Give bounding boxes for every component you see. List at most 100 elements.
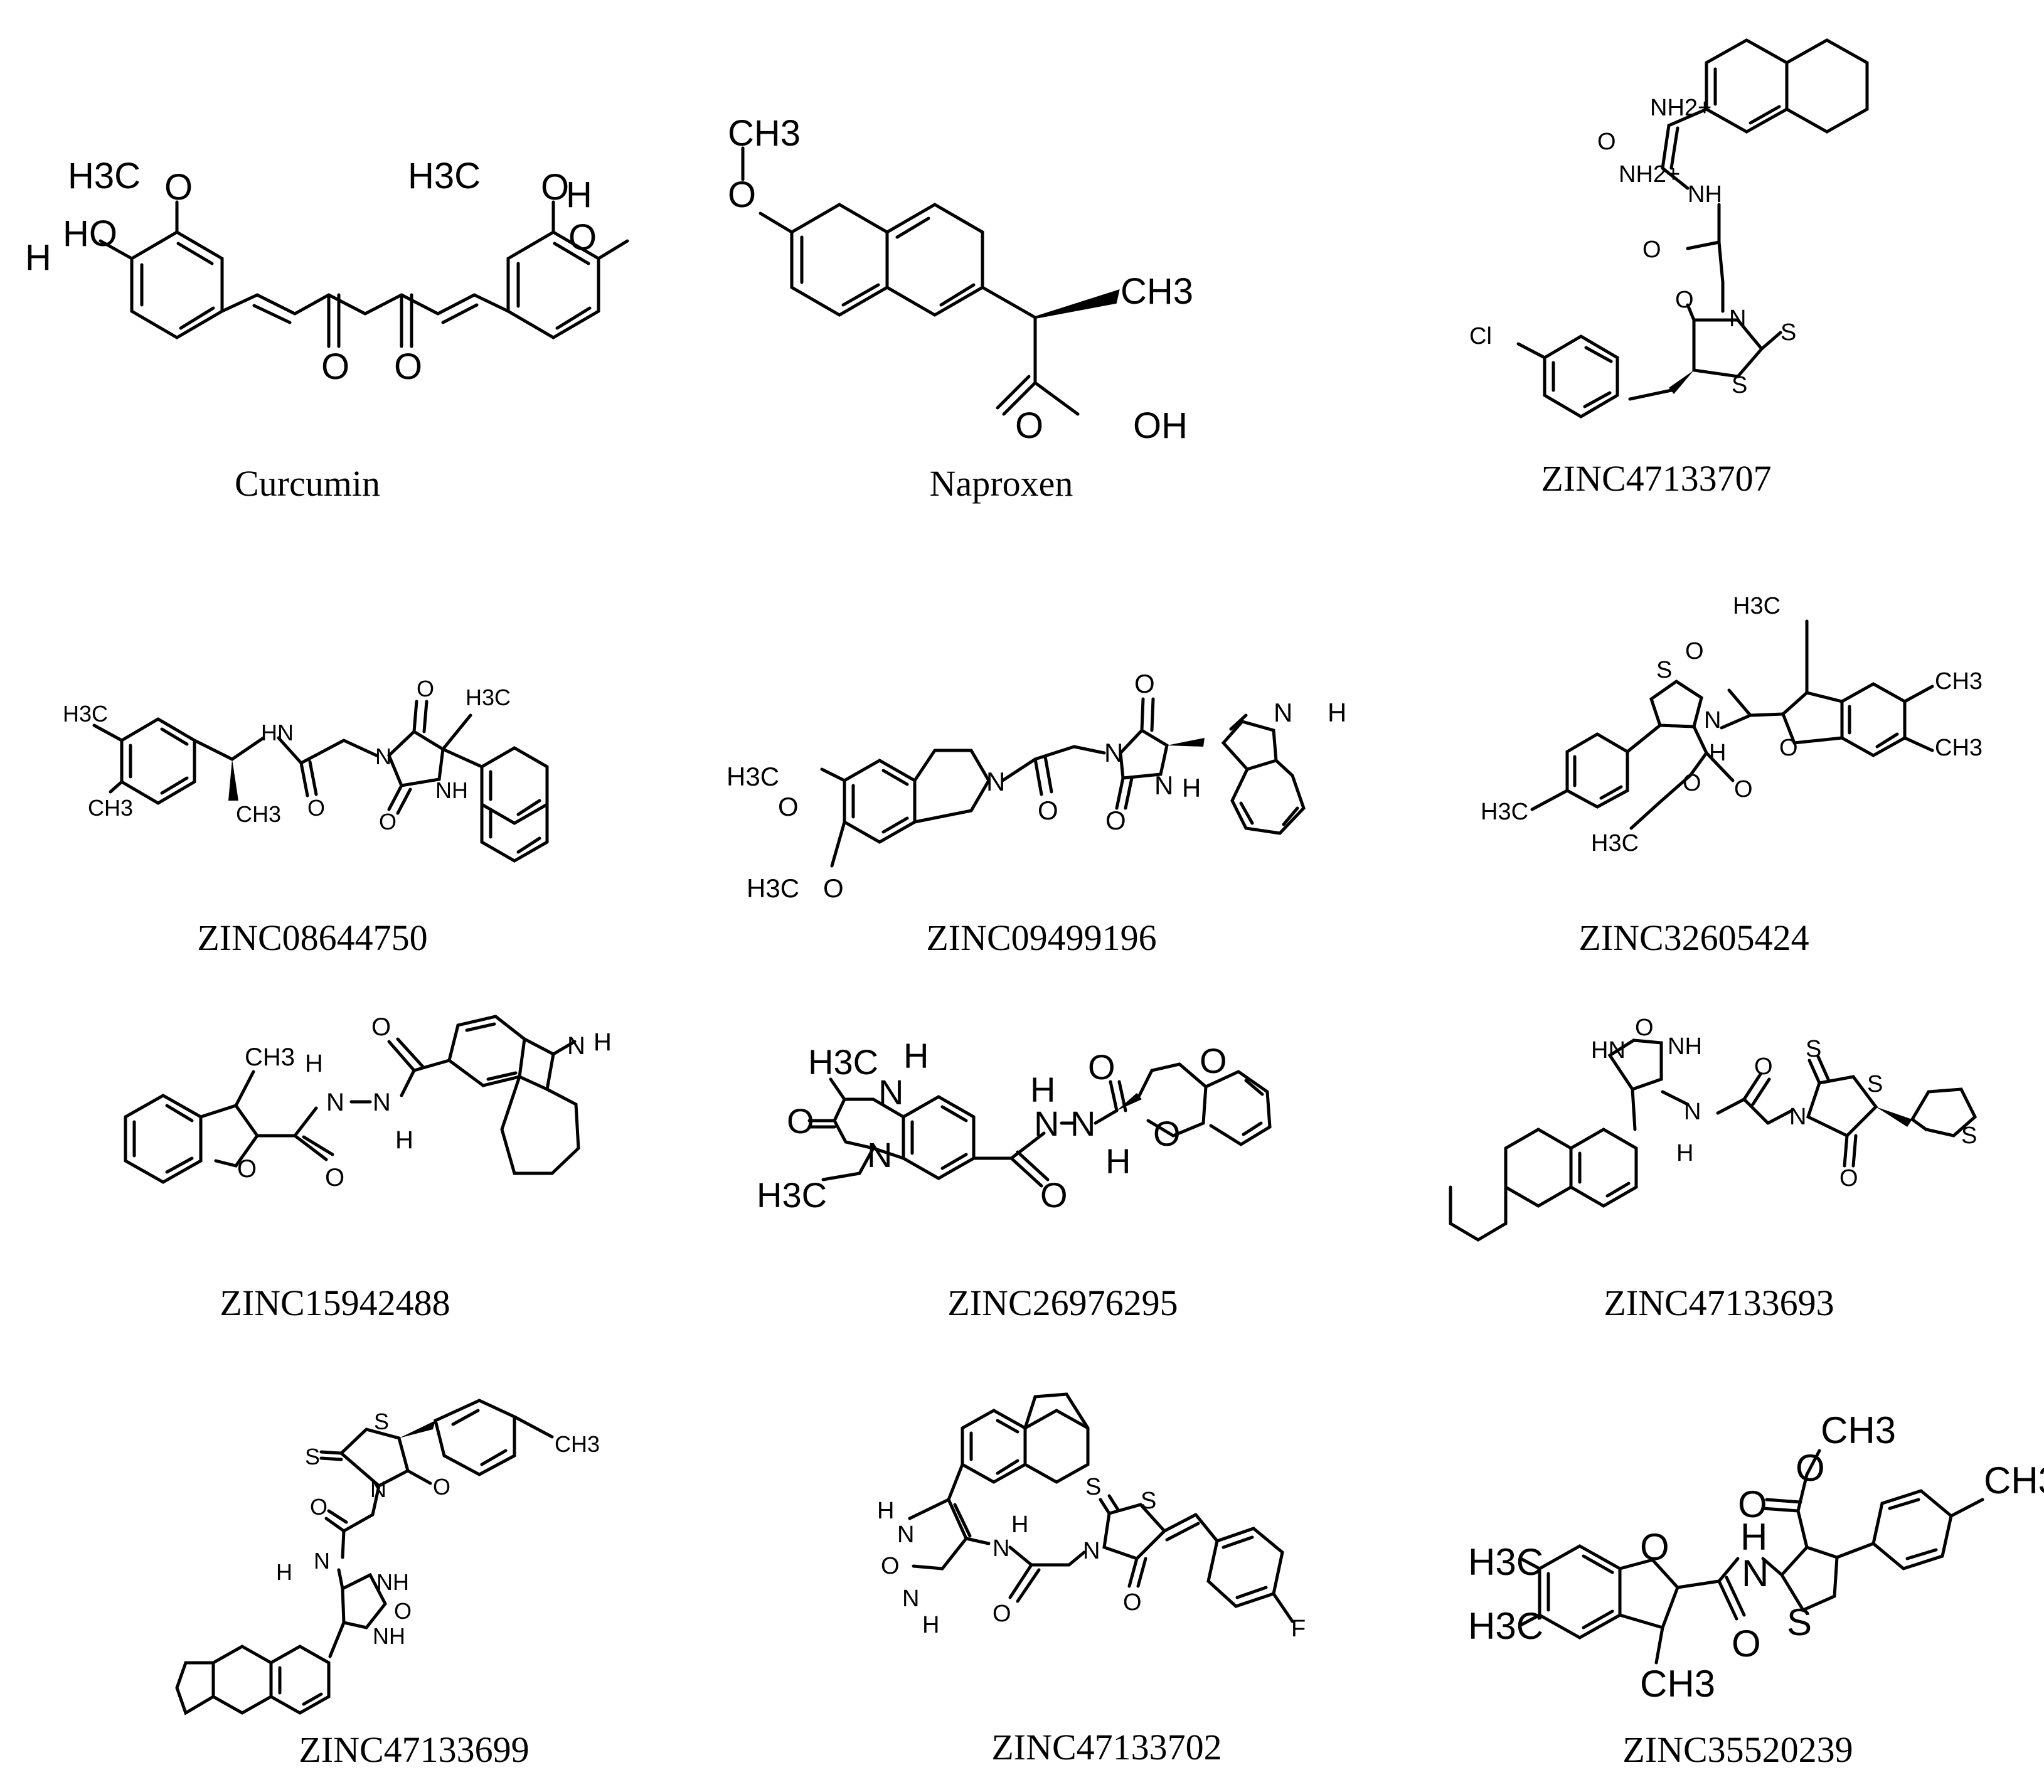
s-label: S	[1656, 657, 1672, 683]
zinc15942488-structure: CH3 H N N H O N H O O	[124, 1013, 612, 1192]
ch3-label: CH3	[88, 795, 133, 821]
n-label: N	[878, 1072, 903, 1112]
o-label: O	[823, 873, 844, 903]
zinc47133707-structure: NH2+ O NH2+ NH O O N S S Cl	[1469, 38, 1869, 419]
o-label: O	[1597, 129, 1616, 155]
o-label: O	[1642, 237, 1661, 263]
o-label: O	[1685, 638, 1704, 664]
compound-name-zinc32605424: ZINC32605424	[1578, 917, 1809, 958]
o-label: O	[1635, 1015, 1654, 1041]
ch3-label: CH3	[1935, 668, 1983, 695]
zinc35520239-structure: CH3 O O CH3 H3C H3C O H N S O CH3	[1468, 1409, 2044, 1705]
compound-name-zinc47133699: ZINC47133699	[299, 1729, 529, 1770]
h3c-label: H3C	[466, 685, 511, 710]
o-label: O	[778, 792, 799, 821]
o-label: O	[541, 167, 569, 208]
s-label: S	[305, 1444, 320, 1469]
nh2-plus-label: NH2+	[1619, 161, 1680, 188]
o-label: O	[321, 346, 349, 387]
oh-label: OH	[1133, 405, 1188, 446]
h3c-label: H3C	[68, 156, 141, 196]
nh-label: NH	[435, 777, 468, 803]
n-label: N	[373, 1089, 391, 1116]
n-label: N	[986, 767, 1005, 796]
h-label: H	[922, 1612, 939, 1638]
n-label: N	[1070, 1104, 1095, 1143]
o-label: O	[237, 1155, 257, 1183]
s-label: S	[1867, 1071, 1883, 1097]
s-label: S	[1085, 1474, 1101, 1500]
h-label: H	[305, 1050, 323, 1077]
o-label: O	[1088, 1047, 1115, 1087]
nh-label: NH	[376, 1569, 409, 1595]
cl-label: Cl	[1469, 323, 1492, 349]
h3c-label: H3C	[63, 701, 108, 727]
h3c-label: H3C	[408, 156, 481, 196]
h-label: H	[1182, 773, 1201, 803]
h3c-label: H3C	[1468, 1541, 1543, 1583]
n-label: N	[897, 1522, 914, 1548]
o-label: O	[1015, 405, 1043, 446]
h-label: H	[594, 1028, 612, 1056]
o-label: O	[1754, 1053, 1773, 1080]
s-label: S	[1787, 1601, 1812, 1643]
nh2-plus-label: NH2+	[1650, 95, 1711, 121]
n-label: N	[375, 744, 391, 769]
h3c-label: H3C	[808, 1042, 878, 1082]
h-label: H	[1709, 740, 1726, 766]
h3c-label: H3C	[1733, 593, 1781, 619]
h3c-label: H3C	[1481, 799, 1528, 825]
o-label: O	[310, 1494, 327, 1520]
ho-label: HO	[63, 213, 117, 254]
s-label: S	[1961, 1123, 1977, 1149]
o-label: O	[325, 1164, 344, 1192]
h-label: H	[877, 1498, 894, 1524]
n-label: N	[326, 1089, 344, 1116]
zinc47133702-structure: H N O N H N H O S S N O F	[877, 1392, 1306, 1642]
zinc47133699-structure: S S N O CH3 O H N NH O NH	[175, 1399, 600, 1715]
compound-name-zinc35520239: ZINC35520239	[1622, 1729, 1853, 1770]
s-label: S	[1781, 319, 1796, 346]
o-label: O	[1640, 1526, 1669, 1568]
zinc09499196-structure: H3C O H3C O N O N O O N H N H	[727, 669, 1346, 903]
o-label: O	[787, 1101, 814, 1141]
zinc08644750-structure: H3C CH3 HN O N O H3C O NH CH3	[63, 676, 549, 863]
h-label: H	[1676, 1140, 1693, 1166]
o-label: O	[1040, 1175, 1068, 1215]
o-label: O	[728, 174, 756, 215]
naproxen-structure: CH3 O CH3 O OH	[728, 113, 1193, 446]
compound-name-zinc15942488: ZINC15942488	[220, 1283, 450, 1323]
o-label: O	[417, 676, 434, 701]
o-label: O	[993, 1601, 1011, 1627]
o-label: O	[881, 1553, 900, 1579]
ch3-label: CH3	[555, 1431, 600, 1457]
nh-label: NH	[1688, 181, 1722, 208]
compound-name-naproxen: Naproxen	[930, 463, 1073, 504]
n-label: N	[1104, 738, 1123, 767]
h3c-label: H3C	[1591, 830, 1639, 856]
compound-name-curcumin: Curcumin	[235, 463, 380, 504]
s-label: S	[1806, 1036, 1821, 1062]
nh-label: NH	[373, 1623, 405, 1649]
hn-label: HN	[261, 720, 294, 745]
h-label: H	[1011, 1512, 1028, 1538]
n-label: N	[1083, 1538, 1100, 1564]
o-label: O	[1796, 1447, 1825, 1489]
h-label: H	[903, 1036, 929, 1075]
ch3-label: CH3	[1640, 1663, 1715, 1705]
hn-label: HN	[1591, 1037, 1626, 1064]
o-label: O	[1779, 735, 1798, 761]
o-label: O	[433, 1474, 450, 1500]
o-label: O	[394, 346, 422, 387]
o-label: O	[1732, 1623, 1761, 1665]
o-label: O	[1153, 1114, 1181, 1153]
o-label: O	[1839, 1165, 1858, 1192]
ch3-label: CH3	[236, 801, 281, 827]
h-label: H	[566, 174, 592, 215]
n-label: N	[993, 1535, 1009, 1562]
h3c-label: H3C	[757, 1175, 827, 1215]
h-label: H	[1105, 1141, 1131, 1181]
n-label: N	[1704, 707, 1721, 733]
n-label: N	[567, 1032, 585, 1060]
o-label: O	[1200, 1041, 1227, 1080]
